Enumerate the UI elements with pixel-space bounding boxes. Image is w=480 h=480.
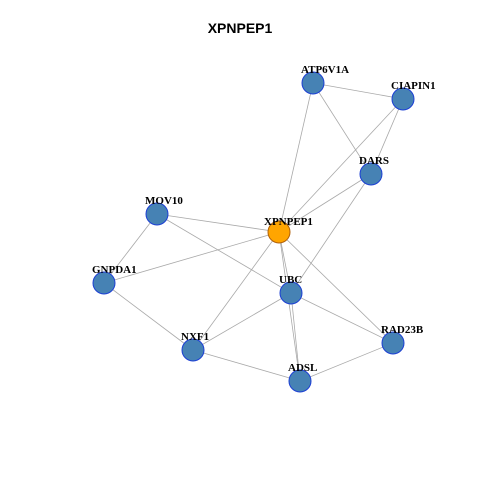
node-dars[interactable] bbox=[359, 162, 383, 186]
node-label-ciapin1: CIAPIN1 bbox=[391, 80, 436, 92]
node-gnpda1[interactable] bbox=[92, 271, 116, 295]
edge-xpnpep1-rad23b bbox=[278, 231, 394, 344]
edge-ciapin1-xpnpep1 bbox=[278, 98, 404, 233]
node-label-mov10: MOV10 bbox=[145, 195, 183, 207]
node-label-ubc: UBC bbox=[279, 274, 302, 286]
node-ciapin1[interactable] bbox=[391, 87, 415, 111]
edge-ubc-rad23b bbox=[290, 292, 394, 344]
edge-ubc-adsl bbox=[290, 292, 301, 382]
node-label-rad23b: RAD23B bbox=[381, 324, 424, 336]
node-label-gnpda1: GNPDA1 bbox=[92, 264, 137, 276]
node-adsl[interactable] bbox=[288, 369, 312, 393]
node-label-adsl: ADSL bbox=[288, 362, 317, 374]
edge-gnpda1-xpnpep1 bbox=[103, 231, 280, 284]
node-nxf1[interactable] bbox=[181, 338, 205, 362]
node-label-dars: DARS bbox=[359, 155, 389, 167]
edge-rad23b-adsl bbox=[299, 342, 394, 382]
node-atp6v1a[interactable] bbox=[301, 71, 325, 95]
node-layer bbox=[92, 71, 415, 393]
edge-nxf1-adsl bbox=[192, 349, 301, 382]
edge-atp6v1a-xpnpep1 bbox=[278, 82, 314, 233]
edge-ubc-nxf1 bbox=[192, 292, 292, 351]
edge-xpnpep1-adsl bbox=[278, 231, 301, 382]
edge-ciapin1-dars bbox=[370, 98, 404, 175]
edge-xpnpep1-nxf1 bbox=[192, 231, 280, 351]
node-label-nxf1: NXF1 bbox=[181, 331, 209, 343]
node-label-atp6v1a: ATP6V1A bbox=[301, 64, 349, 76]
edge-layer bbox=[103, 82, 404, 382]
node-label-xpnpep1: XPNPEP1 bbox=[264, 216, 313, 228]
node-ubc[interactable] bbox=[279, 281, 303, 305]
node-xpnpep1[interactable] bbox=[267, 220, 291, 244]
node-mov10[interactable] bbox=[145, 202, 169, 226]
graph-title: XPNPEP1 bbox=[207, 20, 273, 36]
edge-mov10-xpnpep1 bbox=[156, 213, 280, 233]
edge-gnpda1-nxf1 bbox=[103, 282, 194, 351]
edge-mov10-ubc bbox=[156, 213, 292, 294]
edge-dars-ubc bbox=[290, 173, 372, 294]
node-rad23b[interactable] bbox=[381, 331, 405, 355]
edge-mov10-gnpda1 bbox=[103, 213, 158, 284]
edge-atp6v1a-dars bbox=[312, 82, 372, 175]
edge-dars-xpnpep1 bbox=[278, 173, 372, 233]
edge-atp6v1a-ciapin1 bbox=[312, 82, 404, 100]
